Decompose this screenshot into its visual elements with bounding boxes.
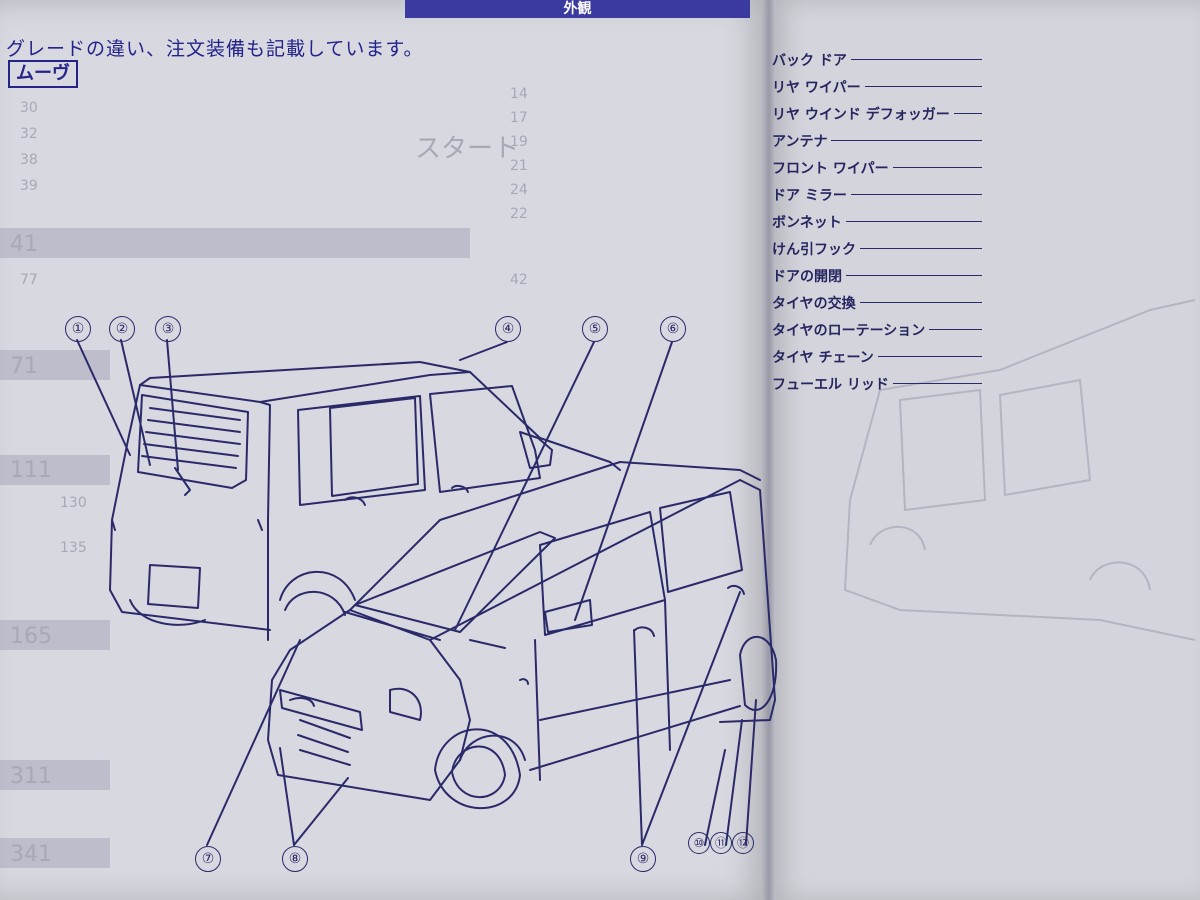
part-label: リヤ ワイパー [772, 79, 861, 96]
leader-line [877, 356, 982, 357]
ghost-number: 71 [10, 354, 38, 379]
callout-8: ⑧ [282, 846, 308, 872]
leader-line [892, 383, 982, 384]
callout-2: ② [109, 316, 135, 342]
part-label: バック ドア [772, 52, 847, 69]
ghost-number: 24 [510, 182, 528, 198]
ghost-band [0, 760, 110, 790]
leader-line [846, 275, 982, 276]
ghost-number: 77 [20, 272, 38, 288]
part-label: タイヤのローテーション [772, 322, 926, 339]
model-badge: ムーヴ [8, 60, 78, 88]
part-label: ドア ミラー [772, 187, 847, 204]
list-item: バック ドア [772, 46, 1200, 73]
part-label: フューエル リッド [772, 376, 889, 393]
callout-12: ⑫ [732, 832, 754, 854]
leader-line [892, 167, 982, 168]
list-item: フロント ワイパー [772, 154, 1200, 181]
ghost-number: 39 [20, 178, 38, 194]
ghost-number: 111 [10, 458, 52, 483]
ghost-number: 42 [510, 272, 528, 288]
part-label: タイヤの交換 [772, 295, 856, 312]
ghost-number: 22 [510, 206, 528, 222]
ghost-number: 311 [10, 764, 52, 789]
ghost-start-label: スタート [415, 134, 520, 164]
list-item: リヤ ワイパー [772, 73, 1200, 100]
ghost-number: 135 [60, 540, 87, 556]
callout-10: ⑩ [688, 832, 710, 854]
ghost-band [0, 455, 110, 485]
leader-line [859, 302, 982, 303]
ghost-number: 32 [20, 126, 38, 142]
section-header: 外観 [405, 0, 750, 18]
ghost-number: 165 [10, 624, 52, 649]
part-label: アンテナ [772, 133, 828, 150]
leader-line [850, 59, 982, 60]
part-label: タイヤ チェーン [772, 349, 874, 366]
list-item: リヤ ウインド デフォッガー [772, 100, 1200, 127]
callout-11: ⑪ [710, 832, 732, 854]
list-item: ボンネット [772, 208, 1200, 235]
list-item: ドア ミラー [772, 181, 1200, 208]
car-illustration [76, 339, 778, 846]
ghost-number: 341 [10, 842, 52, 867]
callout-9: ⑨ [630, 846, 656, 872]
callout-3: ③ [155, 316, 181, 342]
ghost-number: 17 [510, 110, 528, 126]
ghost-number: 130 [60, 495, 87, 511]
part-label: ボンネット [772, 214, 842, 231]
leader-line [953, 113, 982, 114]
ghost-number: 21 [510, 158, 528, 174]
callout-5: ⑤ [582, 316, 608, 342]
leader-line [929, 329, 982, 330]
part-label: フロント ワイパー [772, 160, 889, 177]
ghost-band [0, 838, 110, 868]
ghost-band [0, 228, 470, 258]
leader-line [831, 140, 982, 141]
list-item: フューエル リッド [772, 370, 1200, 397]
part-label: ドアの開閉 [772, 268, 842, 285]
list-item: けん引フック [772, 235, 1200, 262]
callout-4: ④ [495, 316, 521, 342]
page-subtitle: グレードの違い、注文装備も記載しています。 [6, 38, 424, 60]
ghost-number: 41 [10, 232, 38, 257]
list-item: タイヤの交換 [772, 289, 1200, 316]
leader-line [860, 248, 982, 249]
ghost-band [0, 620, 110, 650]
right-page [770, 0, 1200, 900]
parts-list: バック ドア リヤ ワイパー リヤ ウインド デフォッガー アンテナ フロント … [772, 46, 1200, 397]
ghost-band [0, 350, 110, 380]
part-label: けん引フック [772, 241, 856, 258]
callout-1: ① [65, 316, 91, 342]
leader-line [850, 194, 982, 195]
callout-6: ⑥ [660, 316, 686, 342]
leader-line [845, 221, 982, 222]
list-item: アンテナ [772, 127, 1200, 154]
list-item: タイヤ チェーン [772, 343, 1200, 370]
ghost-number: 30 [20, 100, 38, 116]
ghost-number: 38 [20, 152, 38, 168]
leader-line [864, 86, 982, 87]
ghost-number: 14 [510, 86, 528, 102]
callout-7: ⑦ [195, 846, 221, 872]
part-label: リヤ ウインド デフォッガー [772, 106, 950, 123]
list-item: タイヤのローテーション [772, 316, 1200, 343]
ghost-number: 19 [510, 134, 528, 150]
list-item: ドアの開閉 [772, 262, 1200, 289]
